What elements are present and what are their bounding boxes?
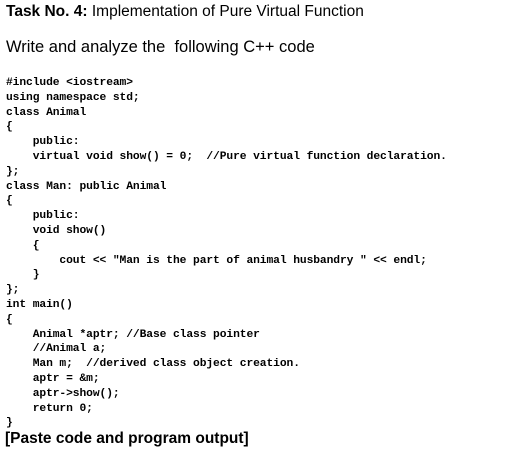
code-line: virtual void show() = 0; //Pure virtual … (6, 150, 447, 163)
code-line: using namespace std; (6, 91, 140, 104)
paste-instruction: [Paste code and program output] (5, 430, 249, 447)
code-line: } (6, 417, 13, 430)
code-line: //Animal a; (6, 343, 107, 356)
code-line: #include <iostream> (6, 77, 133, 89)
task-heading: Task No. 4: Implementation of Pure Virtu… (6, 2, 364, 21)
code-line: { (6, 121, 13, 134)
code-line: public: (6, 210, 80, 223)
code-line: } (6, 269, 40, 282)
code-line: return 0; (6, 402, 93, 415)
code-line: aptr->show(); (6, 387, 120, 400)
code-line: class Man: public Animal (6, 180, 167, 193)
code-line: { (6, 313, 13, 326)
code-block: #include <iostream> using namespace std; c… (6, 76, 521, 431)
code-line: void show() (6, 224, 107, 237)
instruction-text: Write and analyze the following C++ code (6, 38, 315, 56)
code-line: { (6, 195, 13, 208)
code-line: aptr = &m; (6, 372, 100, 385)
code-line: int main() (6, 298, 73, 311)
code-line: public: (6, 136, 80, 149)
code-line: class Animal (6, 106, 87, 119)
code-line: Man m; //derived class object creation. (6, 358, 300, 371)
task-number-label: Task No. 4: (6, 3, 88, 20)
code-line: }; (6, 165, 20, 178)
task-title: Implementation of Pure Virtual Function (87, 3, 364, 20)
code-line: cout << "Man is the part of animal husba… (6, 254, 427, 267)
code-line: }; (6, 284, 20, 297)
code-line: { (6, 239, 40, 252)
code-line: Animal *aptr; //Base class pointer (6, 328, 260, 341)
